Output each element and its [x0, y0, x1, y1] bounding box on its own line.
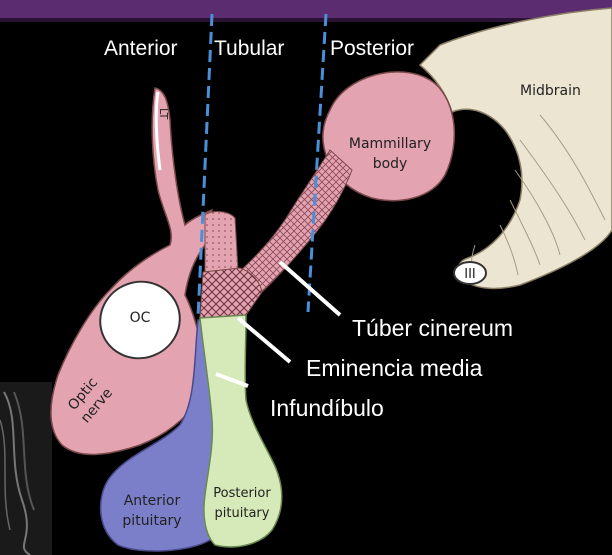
median-eminence-shape — [200, 268, 262, 318]
tuber-cinereum-shape — [236, 150, 352, 292]
callout-eminencia-media: Eminencia media — [306, 355, 483, 381]
mammillary-label-1: Mammillary — [349, 136, 431, 152]
posterior-pituitary-label-1: Posterior — [213, 486, 271, 501]
cranial-nerve-label: III — [464, 267, 476, 282]
oc-label: OC — [130, 310, 151, 326]
tubular-stalk-upper — [205, 212, 238, 272]
callout-infundibulo: Infundíbulo — [270, 395, 384, 421]
mammillary-label-2: body — [373, 156, 408, 172]
zone-label-tubular: Tubular — [214, 37, 284, 60]
zone-label-posterior: Posterior — [330, 37, 414, 60]
cranial-nerve-III: III — [454, 262, 486, 284]
anterior-pituitary-label-2: pituitary — [122, 513, 181, 529]
midbrain-label: Midbrain — [520, 83, 581, 99]
mri-fragment — [0, 382, 52, 555]
posterior-pituitary-label-2: pituitary — [215, 506, 270, 521]
callout-tuber-cinereum: Túber cinereum — [352, 315, 513, 341]
anterior-pituitary-label-1: Anterior — [124, 493, 181, 509]
lt-mark: LT — [157, 108, 170, 120]
header-bar — [0, 0, 612, 18]
zone-label-anterior: Anterior — [104, 37, 178, 60]
